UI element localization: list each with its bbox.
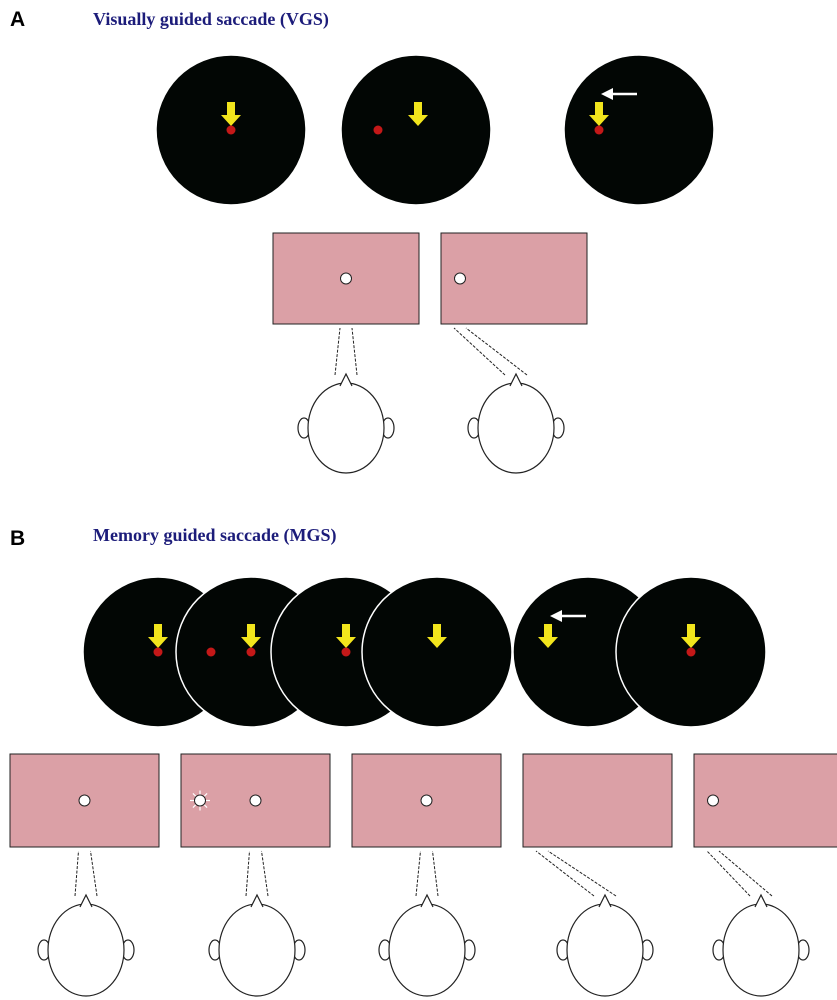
display-disc — [563, 54, 715, 206]
head-outline — [477, 382, 555, 474]
stimulus-dot — [249, 794, 262, 807]
target-dot — [206, 647, 216, 657]
fixation-spot — [454, 272, 466, 285]
nose-icon — [598, 893, 612, 908]
screen-setup — [180, 753, 331, 997]
head-outline — [388, 903, 466, 997]
head-outline — [307, 382, 385, 474]
gaze-line — [245, 850, 250, 897]
fixation-arrow-icon — [241, 624, 261, 648]
nose-icon — [79, 893, 93, 908]
flash-ray — [192, 793, 197, 797]
head-outline — [218, 903, 296, 997]
display-disc — [361, 576, 513, 728]
fixation-spot — [340, 272, 352, 285]
display-circle — [615, 576, 767, 728]
gaze-line — [415, 850, 421, 897]
flash-ray — [192, 804, 197, 808]
gaze-line — [465, 327, 528, 376]
stimulus-dot — [78, 794, 91, 807]
fixation-spot — [78, 794, 91, 807]
screen-setup — [272, 232, 420, 474]
fixation-spot — [707, 794, 719, 807]
head-icon — [208, 893, 306, 997]
head-outline — [47, 903, 125, 997]
fixation-arrow-icon — [427, 624, 447, 648]
gaze-line — [334, 327, 341, 376]
target-dot — [373, 125, 383, 135]
fixation-arrow-icon — [408, 102, 428, 126]
panel-a-label: A — [10, 8, 25, 31]
gaze-line — [432, 850, 439, 897]
gaze-line — [261, 850, 269, 897]
head-outline — [566, 903, 644, 997]
panel-b: B Memory guided saccade (MGS) — [9, 525, 837, 997]
display-circle — [340, 54, 492, 206]
screen-setup — [9, 753, 160, 997]
nose-icon — [509, 372, 523, 387]
gaze-line — [547, 850, 617, 897]
stimulus-screen — [522, 753, 673, 848]
target-dot — [246, 647, 256, 657]
stimulus-dot — [454, 272, 466, 285]
fixation-arrow-icon — [538, 624, 558, 648]
fixation-spot — [249, 794, 262, 807]
head-icon — [297, 372, 395, 474]
gaze-line — [90, 850, 98, 897]
flash-ray — [203, 793, 208, 797]
screen-setup — [440, 232, 588, 474]
head-outline — [722, 903, 800, 997]
gaze-line — [453, 327, 506, 376]
display-circle — [563, 54, 715, 206]
display-circle — [155, 54, 307, 206]
screen-setup — [522, 753, 673, 997]
head-icon — [37, 893, 135, 997]
panel-b-screens — [9, 753, 837, 997]
gaze-line — [74, 850, 79, 897]
panel-a-screens — [272, 232, 588, 474]
stimulus-dot — [194, 794, 206, 807]
panel-b-circles — [82, 576, 767, 728]
fixation-spot — [420, 794, 433, 807]
stimulus-dot — [707, 794, 719, 807]
target-dot — [226, 125, 236, 135]
gaze-line — [351, 327, 358, 376]
head-icon — [378, 893, 476, 997]
target-dot — [686, 647, 696, 657]
panel-a: A Visually guided saccade (VGS) — [10, 8, 715, 474]
nose-icon — [339, 372, 353, 387]
gaze-line — [718, 850, 773, 897]
saccade-arrowhead-icon — [601, 88, 613, 100]
nose-icon — [420, 893, 434, 908]
display-circle — [361, 576, 513, 728]
gaze-line — [535, 850, 595, 897]
panel-a-title: Visually guided saccade (VGS) — [93, 9, 329, 30]
panel-b-title: Memory guided saccade (MGS) — [93, 525, 336, 546]
target-dot — [594, 125, 604, 135]
gaze-line — [706, 850, 751, 897]
flash-ray — [203, 804, 208, 808]
display-disc — [340, 54, 492, 206]
fixation-arrow-icon — [221, 102, 241, 126]
fixation-arrow-icon — [681, 624, 701, 648]
nose-icon — [250, 893, 264, 908]
stimulus-dot — [340, 272, 352, 285]
head-icon — [712, 893, 810, 997]
target-dot — [341, 647, 351, 657]
screen-setup — [351, 753, 502, 997]
fixation-arrow-icon — [336, 624, 356, 648]
fixation-arrow-icon — [148, 624, 168, 648]
flashed-cue — [190, 790, 210, 811]
head-icon — [467, 372, 565, 474]
target-dot — [153, 647, 163, 657]
fixation-arrow-icon — [589, 102, 609, 126]
panel-b-label: B — [10, 527, 25, 550]
panel-a-circles — [155, 54, 715, 206]
nose-icon — [754, 893, 768, 908]
head-icon — [556, 893, 654, 997]
stimulus-dot — [420, 794, 433, 807]
screen-setup — [693, 753, 837, 997]
saccade-arrowhead-icon — [550, 610, 562, 622]
